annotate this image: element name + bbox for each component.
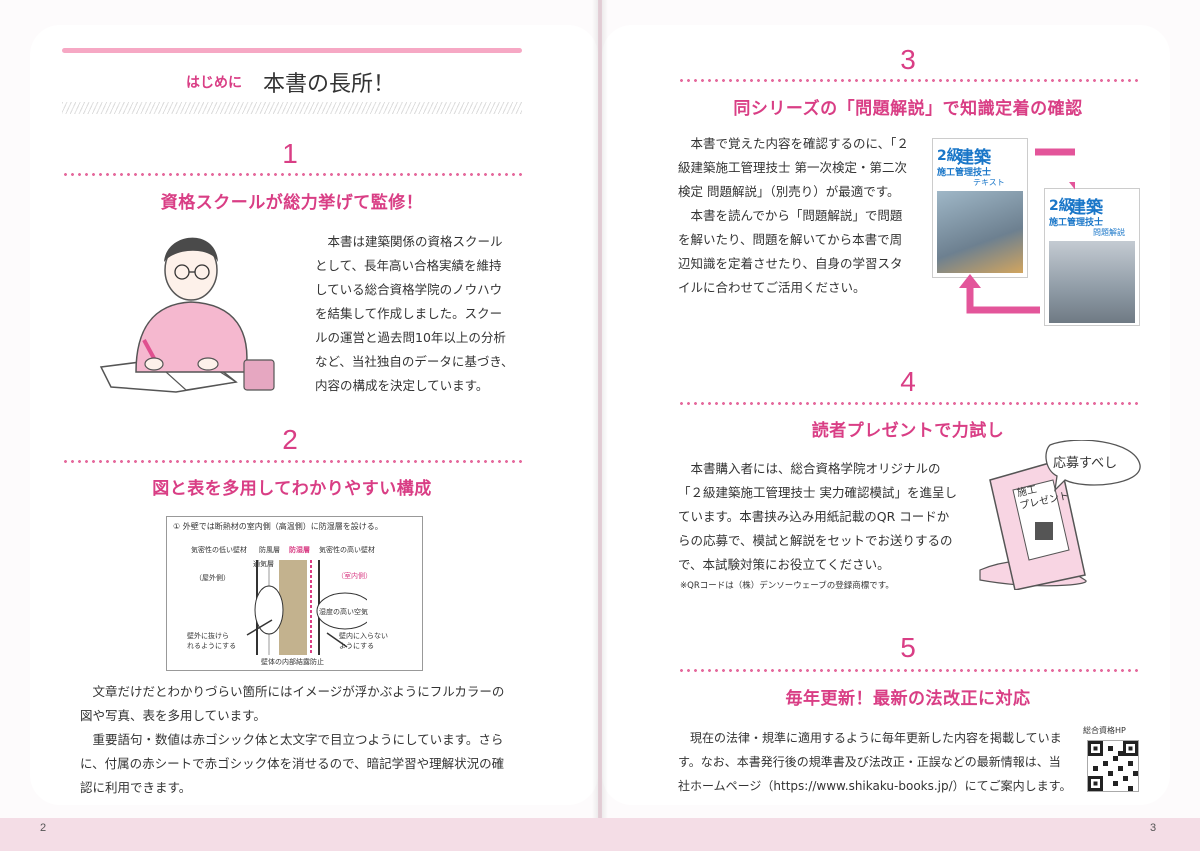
section-1-number: 1 <box>282 138 298 169</box>
wall-condensation-diagram: ① 外壁では断熱材の室内側（高温側）に防湿層を設ける。 気密性の低い壁材 防風層… <box>166 516 423 671</box>
section-4-line: で、本試験対策にお役立てください。 <box>678 557 890 572</box>
diagram-label-high-airtight: 気密性の高い壁材 <box>319 546 375 554</box>
diagram-label-bottom: 壁体の内部結露防止 <box>261 658 324 666</box>
diagram-label-low-airtight: 気密性の低い壁材 <box>191 546 247 554</box>
section-1-heading: 資格スクールが総力挙げて監修！ <box>160 193 424 213</box>
book-cover-photo <box>1049 241 1135 323</box>
diagram-label-humid-air: 湿度の高い空気 <box>319 608 368 616</box>
diagram-label-outdoor: （屋外側） <box>195 574 230 582</box>
book-spine <box>592 0 608 818</box>
right-card <box>602 25 1170 805</box>
section-5-line: 現在の法律・規準に適用するように毎年更新した内容を掲載していま <box>690 731 1062 745</box>
section-3-number: 3 <box>900 44 916 75</box>
qr-code-pattern <box>1088 741 1138 791</box>
intro-title: 本書の長所！ <box>263 72 396 97</box>
section-2-body: 文章だけだとわかりづらい箇所にはイメージが浮かぶようにフルカラーの 図や写真、表… <box>80 680 520 800</box>
page-number-right: 3 <box>1150 822 1157 834</box>
section-3-line: 辺知識を定着させたり、自身の学習スタ <box>678 256 903 271</box>
section-2-line: 重要語句・数値は赤ゴシック体と太文字で目立つようにしています。さら <box>92 732 504 747</box>
page-bottom-strip <box>0 818 1200 851</box>
section-4-dots <box>678 402 1138 405</box>
section-5-dots <box>678 669 1138 672</box>
book-cover-title: 建築 <box>1069 198 1103 218</box>
section-3-line: 検定 問題解説」（別売り）が最適です。 <box>678 184 900 199</box>
section-1-line: 内容の構成を決定しています。 <box>315 378 489 393</box>
cycle-arrows <box>959 148 1075 314</box>
section-2-line: に、付属の赤シートで赤ゴシック体を消せるので、暗記学習や理解状況の確 <box>80 756 505 771</box>
studying-person-illustration <box>99 237 275 393</box>
diagram-label-indoor: （室内側） <box>337 572 372 580</box>
diagram-label-keep-out: 壁内に入らない ようにする <box>339 632 388 650</box>
section-3-dots <box>678 79 1138 82</box>
diagram-label-windbreak: 防風層 <box>259 546 280 554</box>
section-5-number: 5 <box>900 632 916 663</box>
diagram-label-escape-out: 壁外に抜けら れるようにする <box>187 632 237 650</box>
section-3-body: 本書で覚えた内容を確認するのに、「２ 級建築施工管理技士 第一次検定・第二次 検… <box>678 132 923 300</box>
page-number-left: 2 <box>40 822 47 834</box>
section-4-heading: 読者プレゼントで力試し <box>811 421 1005 441</box>
section-4-line: 「２級建築施工管理技士 実力確認模試」を進呈し <box>678 485 957 500</box>
section-4-line: 本書購入者には、総合資格学院オリジナルの <box>690 461 941 476</box>
book-cover-subtitle: 施工管理技士 <box>1049 218 1104 228</box>
right-page <box>602 0 1200 818</box>
qr-code[interactable] <box>1087 740 1139 792</box>
section-4-line: ています。本書挟み込み用紙記載のQR コードか <box>678 509 950 524</box>
section-3-line: イルに合わせてご活用ください。 <box>678 280 866 295</box>
book-cover-grade: 2級 <box>1049 198 1073 214</box>
section-3-heading: 同シリーズの「問題解説」で知識定着の確認 <box>733 99 1083 119</box>
section-5-line: 社ホームページ（https://www.shikaku-books.jp/）にて… <box>678 779 1072 793</box>
section-1-body: 本書は建築関係の資格スクール として、長年高い合格実績を維持 している総合資格学… <box>315 230 525 398</box>
wall-layers-graphic <box>246 560 367 655</box>
book-cover-grade: 2級 <box>937 148 961 164</box>
section-2-dots <box>62 460 522 463</box>
book-cover-kind: 問題解説 <box>1093 228 1125 237</box>
section-5-body: 現在の法律・規準に適用するように毎年更新した内容を掲載していま す。なお、本書発… <box>678 726 1078 798</box>
section-2-line: 図や写真、表を多用しています。 <box>80 708 266 723</box>
left-page <box>0 0 598 818</box>
section-3-line: を解いたり、問題を解いてから本書で周 <box>678 232 903 247</box>
section-1-line: など、当社独自のデータに基づき、 <box>315 354 514 369</box>
left-card <box>30 25 598 805</box>
section-4-number: 4 <box>900 366 916 397</box>
section-2-heading: 図と表を多用してわかりやすい構成 <box>152 479 432 499</box>
book-cover-kind: テキスト <box>973 178 1005 187</box>
intro-label: はじめに <box>186 75 242 91</box>
intro-top-bar <box>62 48 522 53</box>
section-1-line: を結集して作成しました。スクー <box>315 306 503 321</box>
present-bubble-text: 応募すべし <box>1053 456 1118 471</box>
section-1-line: 本書は建築関係の資格スクール <box>327 234 503 249</box>
section-5-heading: 毎年更新！最新の法改正に対応 <box>785 689 1031 709</box>
qr-label: 総合資格HP <box>1083 726 1126 735</box>
section-3-line: 級建築施工管理技士 第一次検定・第二次 <box>678 160 907 175</box>
intro-hatch-divider <box>62 102 522 114</box>
section-4-body: 本書購入者には、総合資格学院オリジナルの 「２級建築施工管理技士 実力確認模試」… <box>678 457 978 577</box>
present-book-illustration <box>979 440 1141 590</box>
section-2-line: 認に利用できます。 <box>80 780 192 795</box>
section-1-line: ルの運営と過去問10年以上の分析 <box>315 330 506 345</box>
book-cover-text: 2級 建築 施工管理技士 テキスト <box>932 138 1028 278</box>
diagram-caption: ① 外壁では断熱材の室内側（高温側）に防湿層を設ける。 <box>173 522 383 531</box>
diagram-label-vapor-barrier: 防湿層 <box>289 546 310 554</box>
book-cover-subtitle: 施工管理技士 <box>937 168 992 178</box>
section-1-line: として、長年高い合格実績を維持 <box>315 258 502 273</box>
section-5-line: す。なお、本書発行後の規準書及び法改正・正誤などの最新情報は、当 <box>678 755 1061 769</box>
section-3-line: 本書で覚えた内容を確認するのに、「２ <box>690 136 909 151</box>
book-cover-photo <box>937 191 1023 273</box>
section-1-dots <box>62 173 522 176</box>
qr-trademark-note: ※QRコードは（株）デンソーウェーブの登録商標です。 <box>680 581 894 591</box>
section-2-line: 文章だけだとわかりづらい箇所にはイメージが浮かぶようにフルカラーの <box>92 684 505 699</box>
book-cover-title: 建築 <box>957 148 991 168</box>
book-cover-problems: 2級 建築 施工管理技士 問題解説 <box>1044 188 1140 326</box>
section-4-line: らの応募で、模試と解説をセットでお送りするの <box>678 533 953 548</box>
section-3-line: 本書を読んでから「問題解説」で問題 <box>690 208 903 223</box>
diagram-label-ventilation: 通気層 <box>253 560 274 568</box>
section-1-line: している総合資格学院のノウハウ <box>315 282 503 297</box>
section-2-number: 2 <box>282 424 298 455</box>
